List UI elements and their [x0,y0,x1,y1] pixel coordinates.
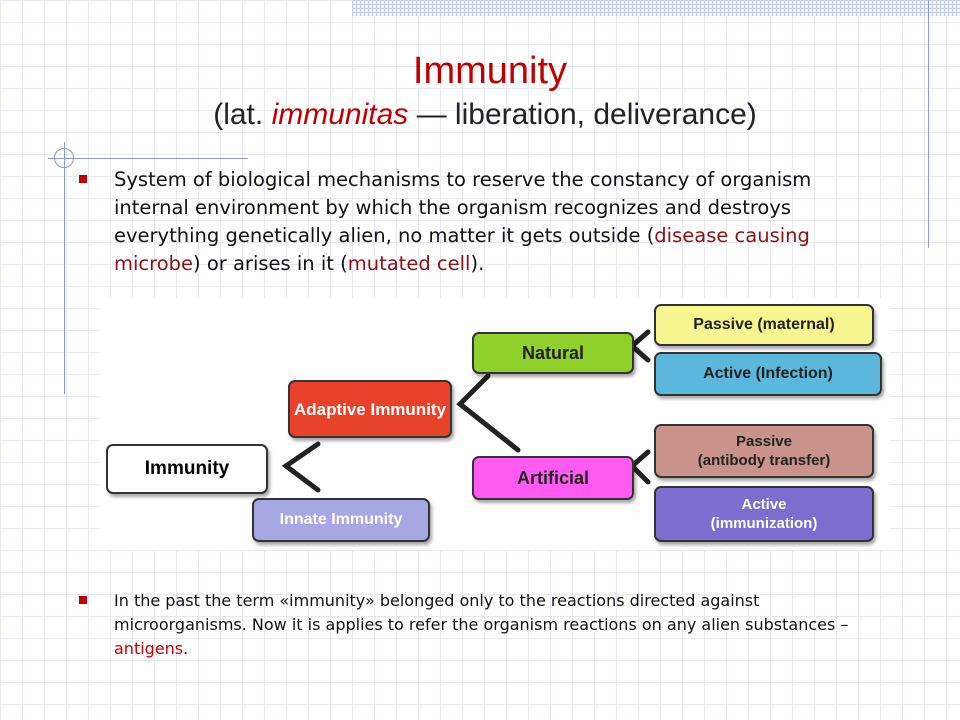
bullet1-text-c: ). [470,252,485,275]
box-passive-maternal: Passive (maternal) [654,304,874,346]
connector-immunity [281,441,321,493]
bullet2-highlight-antigens: antigens [114,639,184,658]
box-natural: Natural [472,332,634,374]
passive-transfer-line2: (antibody transfer) [697,452,831,469]
passive-transfer-line1: Passive [736,433,792,450]
bullet-marker [79,596,87,604]
bullet2-text-b: . [183,639,189,658]
box-active-infection: Active (Infection) [654,352,882,396]
slide-title: Immunity [412,50,568,92]
box-active-immunization: Active (immunization) [654,486,874,542]
horizontal-decorative-line [48,158,248,159]
vertical-decorative-line [64,142,65,394]
connector-artificial [628,449,651,485]
slide-subtitle: (lat. immunitas — liberation, deliveranc… [0,96,960,134]
bullet-marker [79,175,87,183]
connector-natural [628,329,651,363]
box-artificial: Artificial [472,456,634,500]
bullet1-highlight-microbe: disease causing microbe [114,224,810,275]
subtitle-open: (lat. [213,98,272,131]
top-decorative-strip [352,0,960,16]
bullet1-text-b: ) or arises in it ( [193,252,348,275]
box-innate-immunity: Innate Immunity [252,498,430,542]
bullet1-text-a: System of biological mechanisms to reser… [114,168,812,247]
active-immunization-line1: Active [741,496,787,513]
box-passive-antibody-transfer: Passive (antibody transfer) [654,424,874,478]
immunity-diagram: Immunity Adaptive Immunity Innate Immuni… [100,298,890,550]
connector-adaptive [456,373,521,453]
subtitle-latin-term: immunitas [271,98,409,131]
bullet1-highlight-cell: mutated cell [347,252,471,275]
diagram-connectors [281,329,651,493]
bullet2-text-a: In the past the term «immunity» belonged… [114,591,849,634]
active-immunization-line2: (immunization) [710,515,818,532]
box-immunity: Immunity [106,444,268,494]
bullet-definition: System of biological mechanisms to reser… [114,166,874,278]
box-adaptive-immunity: Adaptive Immunity [288,380,452,438]
bullet-history: In the past the term «immunity» belonged… [114,589,884,661]
subtitle-rest: — liberation, deliverance) [408,98,757,131]
right-decorative-line [928,0,929,248]
decorative-circle [54,148,74,168]
